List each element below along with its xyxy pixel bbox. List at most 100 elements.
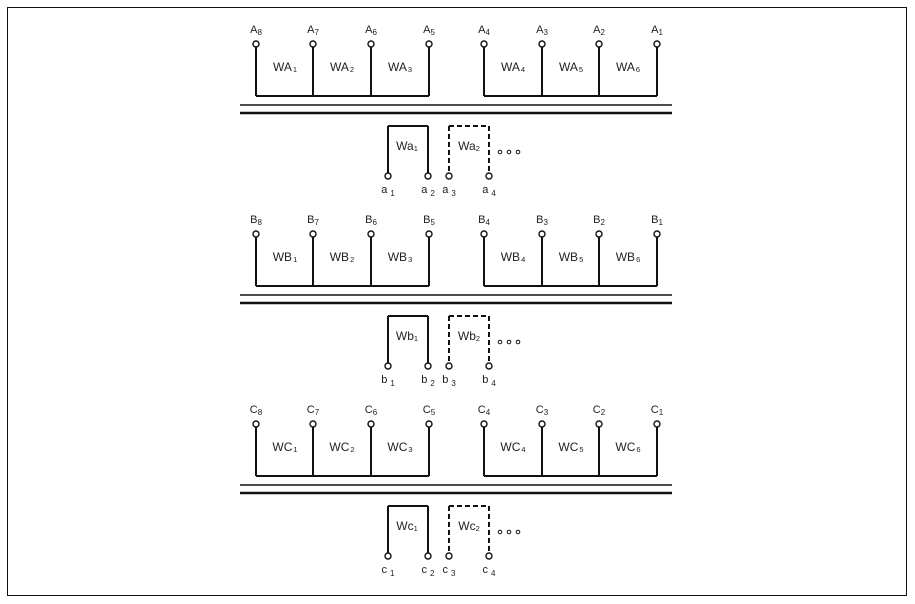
phase-a-terminal-label: A2 — [593, 24, 605, 37]
phase-a-secondary-terminal-label-subscript: 1 — [390, 189, 395, 198]
phase-b-primary-terminal — [367, 230, 375, 238]
phase-a-secondary-winding-label-subscript: 1 — [414, 144, 418, 153]
phase-c-winding-label-base: WC — [615, 440, 635, 454]
phase-c-secondary-terminal-label-subscript: 3 — [451, 569, 456, 578]
phase-a-primary-terminal — [425, 40, 433, 48]
diagram-frame — [7, 7, 907, 596]
phase-b-terminal-label-subscript: 8 — [257, 218, 262, 227]
phase-a-secondary-terminal-label-subscript: 3 — [451, 189, 456, 198]
phase-c-terminal-label: C1 — [651, 404, 664, 417]
phase-c-terminal-label-subscript: 1 — [659, 408, 664, 417]
phase-c-winding-label: WC5 — [558, 440, 583, 454]
phase-c-secondary-terminal — [424, 552, 432, 560]
phase-b-continuation-dot — [497, 339, 503, 345]
phase-a-terminal-label: A4 — [478, 24, 490, 37]
phase-a-secondary-terminal-label-subscript: 4 — [491, 189, 496, 198]
phase-b-continuation-dot — [506, 339, 512, 345]
phase-a-terminal-label-subscript: 3 — [543, 28, 548, 37]
phase-c-secondary-terminal-label-base: c — [422, 564, 428, 576]
phase-c-secondary-terminal-label-base: c — [443, 564, 449, 576]
phase-b-winding-label: WB4 — [501, 250, 526, 264]
phase-a-winding-label: WA4 — [501, 60, 525, 74]
phase-c-terminal-label: C4 — [478, 404, 491, 417]
phase-b-terminal-label-subscript: 6 — [372, 218, 377, 227]
phase-b-terminal-label-subscript: 5 — [430, 218, 435, 227]
phase-c-terminal-label: C7 — [307, 404, 320, 417]
phase-a-continuation-dot — [515, 149, 521, 155]
phase-a-winding-label-base: WA — [273, 60, 292, 74]
phase-a-secondary-terminal — [445, 172, 453, 180]
phase-a-secondary-winding-label: Wa1 — [396, 139, 418, 153]
phase-c-primary-terminal — [595, 420, 603, 428]
phase-c-terminal-label: C2 — [593, 404, 606, 417]
phase-b-winding-label-base: WB — [388, 250, 407, 264]
phase-a-terminal-label-subscript: 6 — [372, 28, 377, 37]
phase-b-winding-label-base: WB — [616, 250, 635, 264]
phase-c-secondary-terminal-label-base: c — [483, 564, 489, 576]
phase-a-terminal-label-base: A — [478, 24, 486, 36]
phase-a-secondary-winding-label: Wa2 — [458, 139, 480, 153]
phase-a-secondary-winding-label-subscript: 2 — [476, 144, 480, 153]
phase-b-terminal-label: B3 — [536, 214, 548, 227]
phase-a-terminal-label-subscript: 8 — [257, 28, 262, 37]
phase-c-winding-label-base: WC — [387, 440, 407, 454]
phase-c-terminal-label-subscript: 8 — [258, 408, 263, 417]
phase-c-terminal-label-subscript: 4 — [486, 408, 491, 417]
phase-a-terminal-label-subscript: 5 — [430, 28, 435, 37]
phase-b-terminal-label: B2 — [593, 214, 605, 227]
phase-b-primary-terminal — [309, 230, 317, 238]
phase-b-secondary-terminal-label-base: b — [482, 374, 488, 386]
phase-a-winding-label-base: WA — [559, 60, 578, 74]
phase-a-primary-terminal — [367, 40, 375, 48]
phase-b-terminal-label-base: B — [536, 214, 543, 226]
phase-c-terminal-label-base: C — [593, 404, 601, 416]
phase-b-terminal-label: B6 — [365, 214, 377, 227]
phase-c-primary-terminal — [653, 420, 661, 428]
phase-c-terminal-label-subscript: 7 — [315, 408, 320, 417]
phase-c-winding-label: WC1 — [272, 440, 297, 454]
phase-a-winding-label: WA3 — [388, 60, 412, 74]
phase-b-primary-terminal — [595, 230, 603, 238]
phase-c-continuation-dot — [515, 529, 521, 535]
phase-b-primary-terminal — [653, 230, 661, 238]
phase-b-terminal-label-subscript: 7 — [314, 218, 319, 227]
phase-c-winding-label-subscript: 1 — [293, 445, 297, 454]
phase-b-terminal-label-subscript: 3 — [543, 218, 548, 227]
phase-c-secondary-winding-label-base: Wc — [458, 519, 475, 533]
phase-a-primary-terminal — [653, 40, 661, 48]
phase-c-terminal-label-base: C — [250, 404, 258, 416]
phase-a-primary-terminal — [538, 40, 546, 48]
phase-c-secondary-terminal — [384, 552, 392, 560]
phase-b-terminal-label: B8 — [250, 214, 262, 227]
phase-c-continuation-dot — [497, 529, 503, 535]
phase-b-winding-label-base: WB — [330, 250, 349, 264]
phase-b-secondary-terminal-label-subscript: 1 — [390, 379, 395, 388]
phase-a-secondary-terminal-label-base: a — [381, 184, 388, 196]
phase-c-primary-terminal — [480, 420, 488, 428]
phase-b-terminal-label-subscript: 1 — [658, 218, 663, 227]
phase-c-secondary-terminal-label-subscript: 1 — [390, 569, 395, 578]
phase-a-winding-label-subscript: 1 — [293, 65, 297, 74]
phase-a-terminal-label-base: A — [536, 24, 544, 36]
phase-b-terminal-label-base: B — [365, 214, 372, 226]
phase-a-secondary-terminal — [424, 172, 432, 180]
phase-c-secondary-winding-label: Wc2 — [458, 519, 480, 533]
phase-a-terminal-label: A1 — [651, 24, 663, 37]
phase-b-terminal-label: B7 — [307, 214, 319, 227]
phase-b-secondary-winding-label: Wb1 — [396, 329, 418, 343]
phase-c-winding-label: WC4 — [500, 440, 525, 454]
phase-b-primary-terminal — [538, 230, 546, 238]
phase-c-primary-terminal — [309, 420, 317, 428]
phase-a-terminal-label-subscript: 7 — [314, 28, 319, 37]
phase-c-continuation-dot — [506, 529, 512, 535]
phase-b-terminal-label-subscript: 4 — [485, 218, 490, 227]
